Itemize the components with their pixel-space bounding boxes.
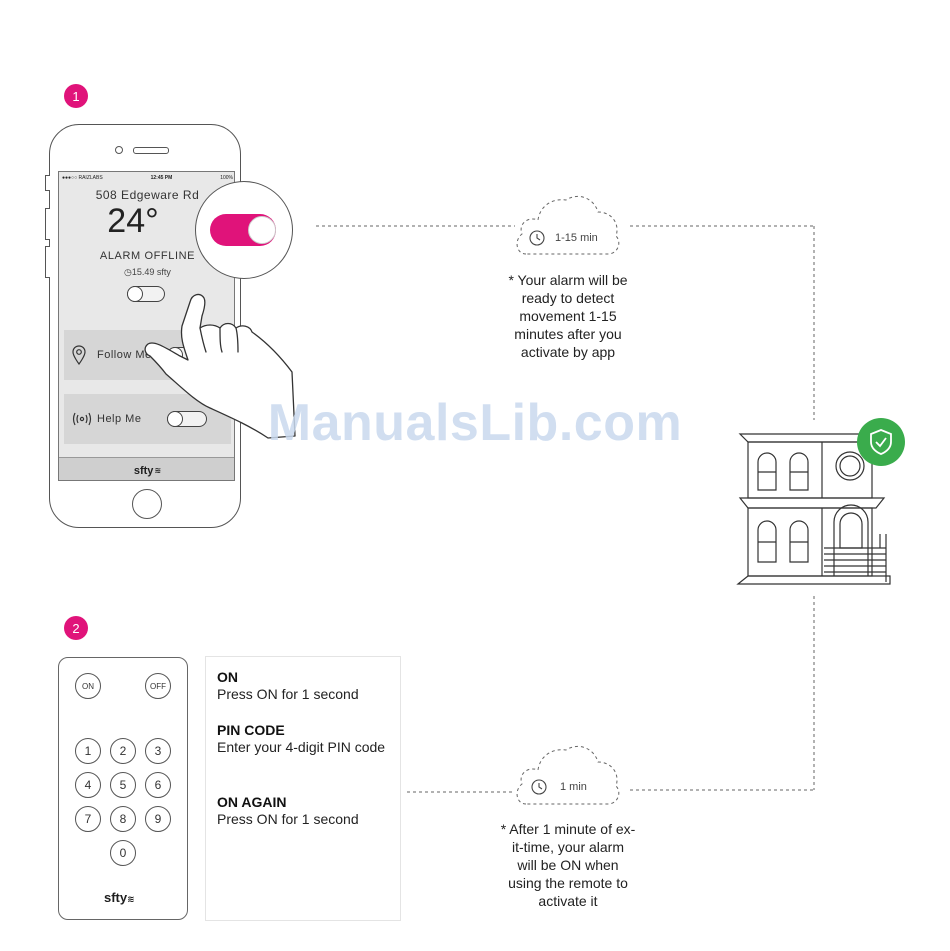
instruction-title: ON [217,669,238,685]
remote-activation-note: * After 1 minute of ex- it-time, your al… [468,820,668,910]
help-me-toggle-knob [167,411,183,427]
alarm-sub-label: 15.49 sfty [131,267,171,277]
clock-icon [531,779,547,795]
battery-label: 100% [220,175,233,181]
note-bottom-line: will be ON when [517,857,619,873]
remote-key-8[interactable]: 8 [110,806,136,832]
wifi-waves-icon: ≋ [154,466,162,475]
speaker-grille [133,147,169,154]
instruction-on-again: ON AGAIN Press ON for 1 second [217,794,393,828]
note-top-line: activate by app [520,344,616,360]
note-top-line: minutes after you [514,326,622,342]
remote-control [58,657,188,920]
wifi-waves-icon: ≋ [127,894,135,904]
note-top-line: movement 1-15 [519,308,617,324]
alarm-toggle-on[interactable] [210,214,276,246]
house-icon [736,433,891,585]
app-brand-logo: sfty [133,464,154,477]
instruction-text: Enter your 4-digit PIN code [217,739,386,755]
note-bottom-line: * After 1 minute of ex- [500,821,636,837]
note-top-line: ready to detect [521,290,615,306]
remote-key-1[interactable]: 1 [75,738,101,764]
note-bottom-line: using the remote to [508,875,628,891]
mute-switch [45,175,50,191]
step-2-badge: 2 [64,616,88,640]
alarm-toggle[interactable] [127,286,165,302]
instruction-text: Press ON for 1 second [217,811,359,827]
volume-down-button [45,246,50,278]
alarm-toggle-on-knob [248,216,276,244]
remote-key-0[interactable]: 0 [110,840,136,866]
security-shield-badge [857,418,905,466]
remote-brand-logo: sfty≋ [104,890,135,905]
cloud-top-icon [516,196,620,255]
help-me-label: Help Me [97,413,142,425]
address-label: 508 Edgeware Rd [95,188,200,202]
phone-screen: ●●●○○ RAIZLABS 12:45 PM 100% 508 Edgewar… [58,171,235,481]
signal-waves-icon [72,412,92,426]
hand-pointing-icon [144,293,296,439]
watermark: ManualsLib.com [267,394,683,452]
status-bar: ●●●○○ RAIZLABS 12:45 PM 100% [59,172,234,184]
clock-icon [529,230,545,246]
step-1-badge: 1 [64,84,88,108]
app-activation-note: * Your alarm will be ready to detect mov… [468,271,668,361]
instruction-title: PIN CODE [217,722,285,738]
remote-instructions-panel [205,656,401,921]
temperature-label: 24° [107,202,159,240]
remote-on-button[interactable]: ON [75,673,101,699]
remote-key-3[interactable]: 3 [145,738,171,764]
app-tab-bar: sfty ≋ [59,457,234,480]
cloud-bottom-icon [516,746,620,805]
remote-off-button[interactable]: OFF [145,673,171,699]
note-bottom-line: it-time, your alarm [511,839,625,855]
shield-check-icon [870,429,892,455]
carrier-label: ●●●○○ RAIZLABS [62,175,103,181]
remote-key-6[interactable]: 6 [145,772,171,798]
help-me-toggle[interactable] [167,411,207,427]
remote-key-5[interactable]: 5 [110,772,136,798]
cloud-bottom-label: 1 min [560,781,587,793]
follow-me-label: Follow Me [97,349,152,361]
instruction-title: ON AGAIN [217,794,287,810]
instruction-on: ON Press ON for 1 second [217,669,393,703]
front-camera-icon [115,146,123,154]
instruction-text: Press ON for 1 second [217,686,359,702]
clock-icon: ◷ [124,267,132,277]
remote-key-9[interactable]: 9 [145,806,171,832]
remote-key-2[interactable]: 2 [110,738,136,764]
remote-brand-label: sfty [104,890,128,905]
alarm-status-label: ALARM OFFLINE [99,250,196,262]
alarm-toggle-knob [127,286,143,302]
instruction-pin-code: PIN CODE Enter your 4-digit PIN code [217,722,393,756]
note-bottom-line: activate it [538,893,598,909]
alarm-subtext: ◷15.49 sfty [59,267,234,278]
home-button[interactable] [132,489,162,519]
zoomed-toggle-callout [195,181,293,279]
volume-up-button [45,208,50,240]
location-pin-icon [72,345,86,365]
status-time: 12:45 PM [150,175,173,181]
remote-key-7[interactable]: 7 [75,806,101,832]
note-top-line: * Your alarm will be [508,272,628,288]
remote-key-4[interactable]: 4 [75,772,101,798]
cloud-top-label: 1-15 min [555,232,598,244]
